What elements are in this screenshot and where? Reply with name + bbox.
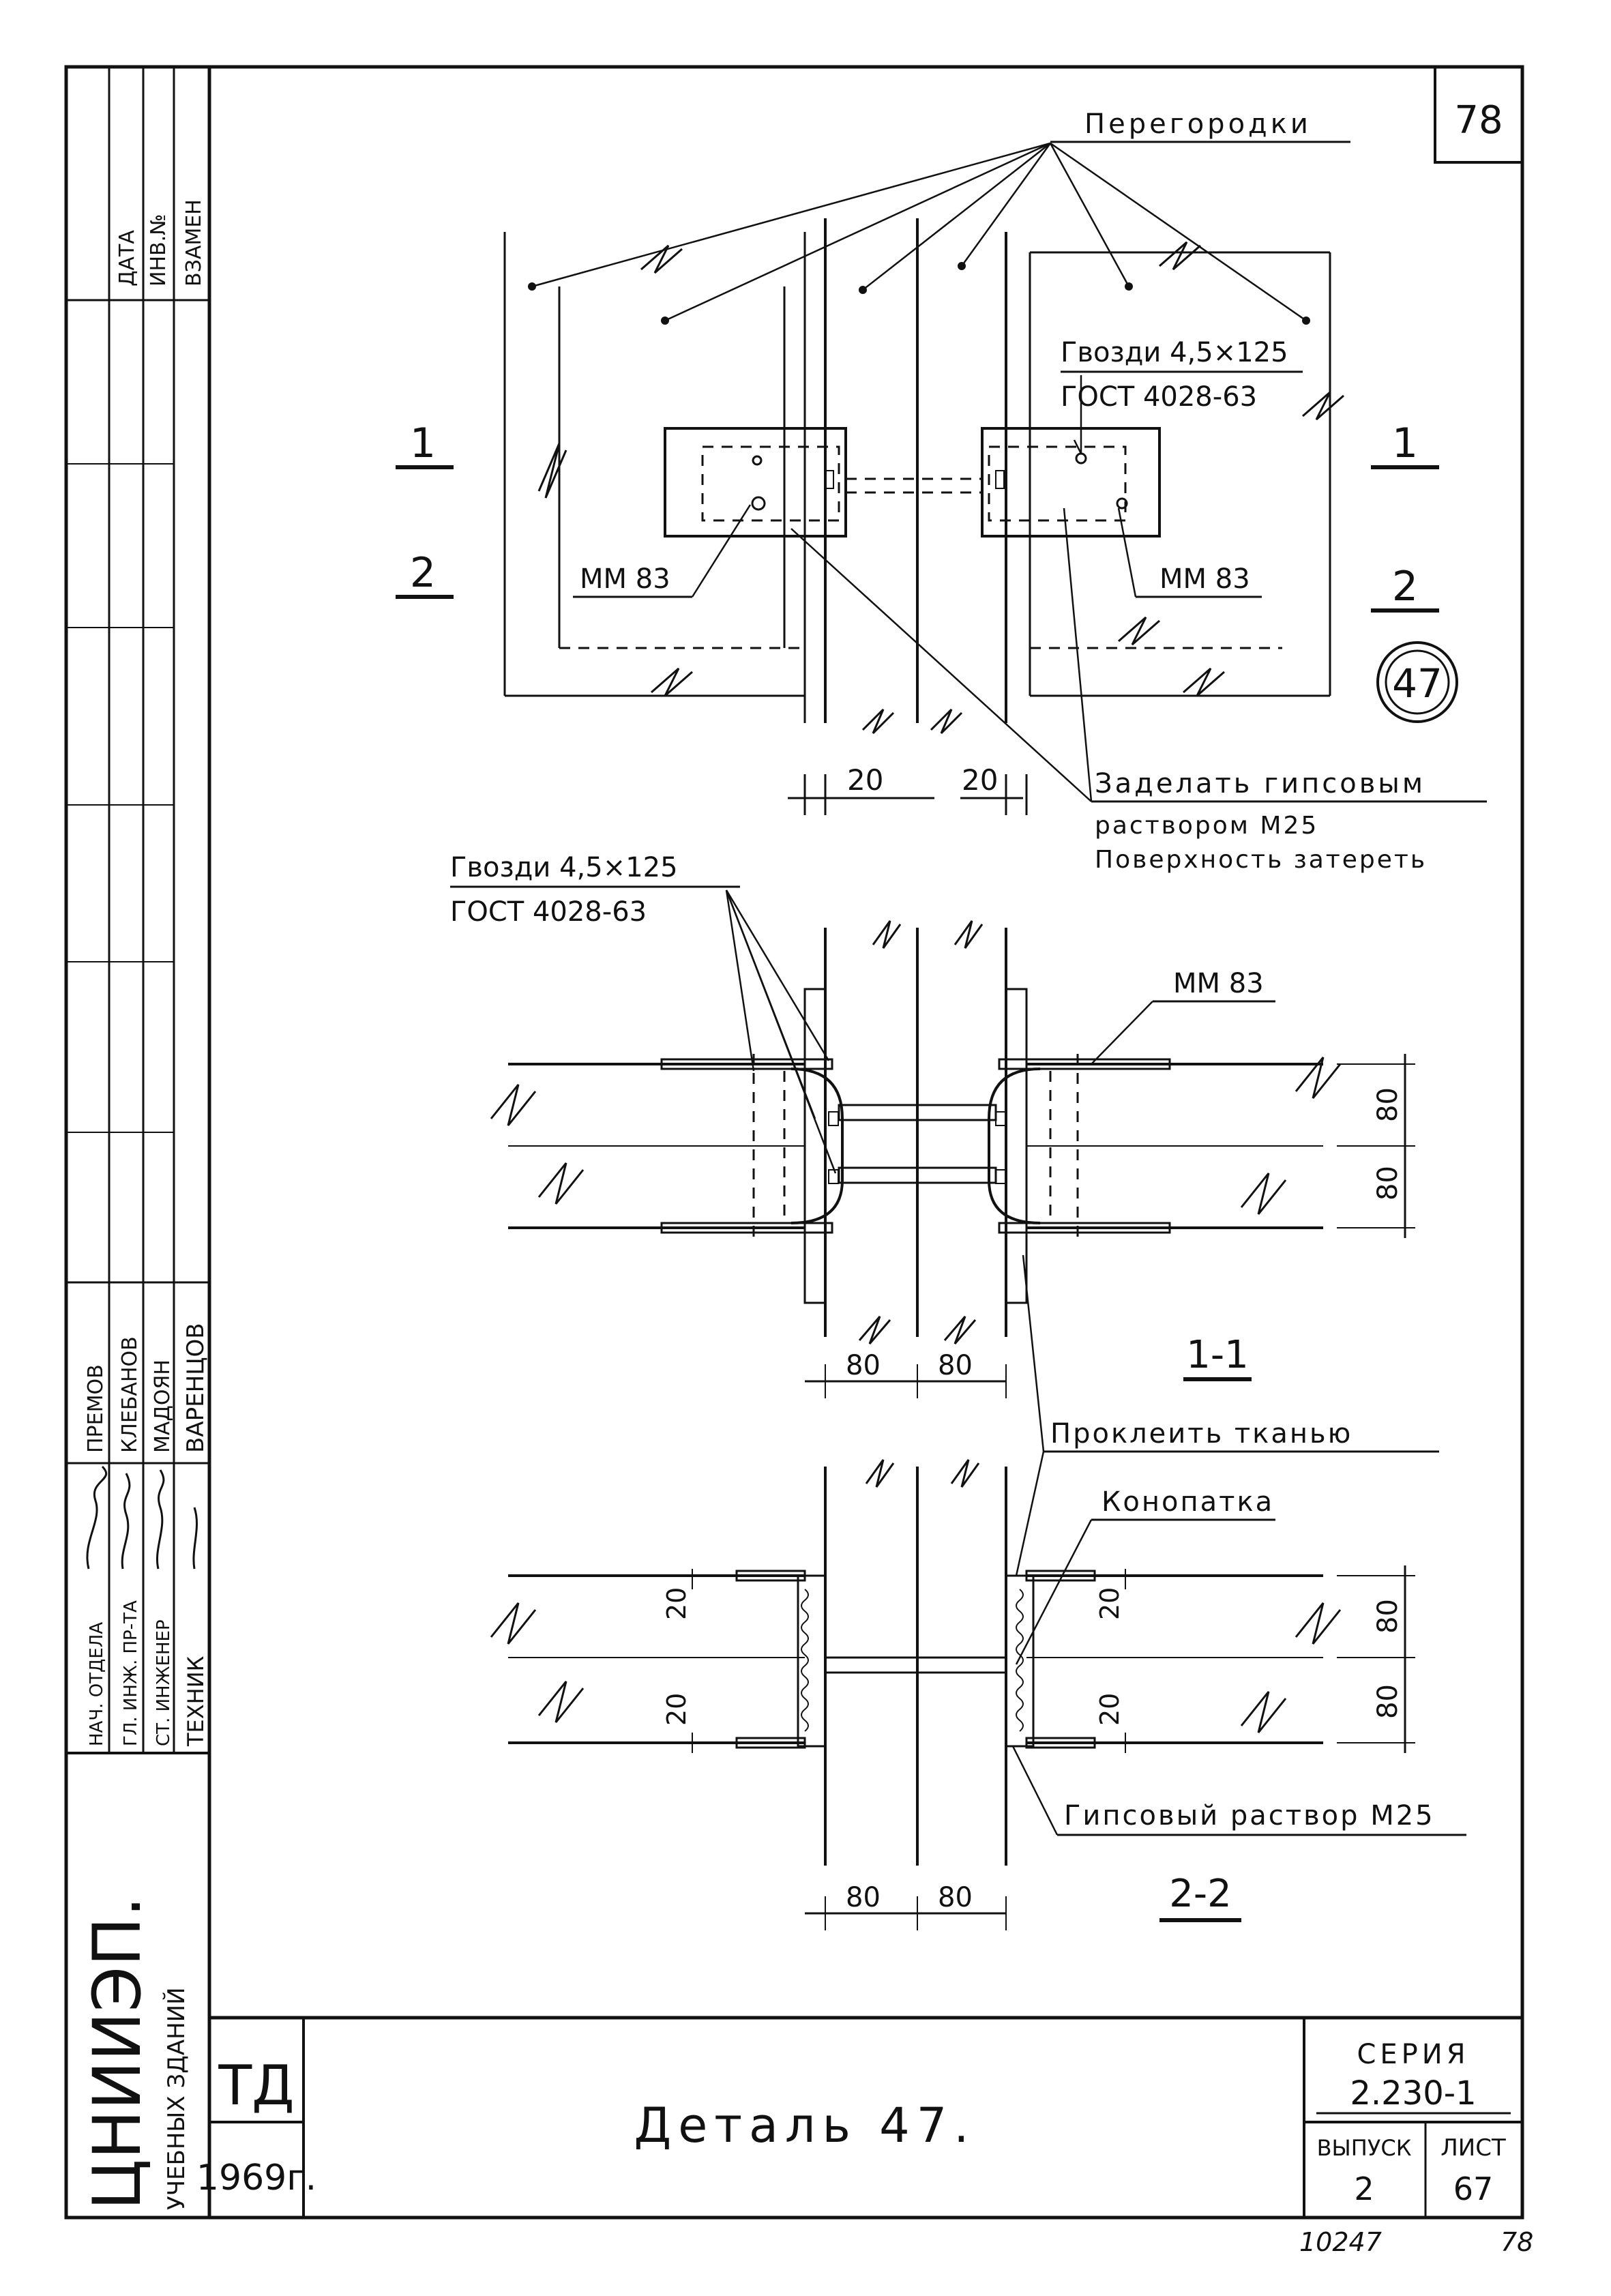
footer-page: 78 [1501,2227,1533,2257]
left-stamp: ДАТА ИНВ.№ ВЗАМЕН НАЧ. ОТДЕЛА ГЛ. ИНЖ. П… [66,67,209,2210]
org-subtitle: УЧЕБНЫХ ЗДАНИЙ [162,1987,190,2210]
footer-code: 10247 [1299,2227,1382,2257]
section-2-2: Проклеить тканью Конопатка [490,1254,1466,1930]
stamp-name-3: МАДОЯН [151,1359,175,1453]
plan-mm-right: ММ 83 [1159,563,1250,595]
stamp-name-2: КЛЕБАНОВ [118,1336,142,1453]
plan-sec-right-bottom: 2 [1392,563,1418,610]
gypsum-fill-left [797,1574,827,1748]
plan-dim-right: 20 [962,763,998,797]
sheet-value: 67 [1453,2170,1494,2207]
stamp-role-2: ГЛ. ИНЖ. ПР-ТА [121,1600,141,1746]
plan-nails-line2: ГОСТ 4028-63 [1061,381,1257,413]
signature-1 [86,1465,108,1570]
sheet-frame [64,65,1524,2220]
sheet-number-top: 78 [1454,98,1503,143]
plan-sec-left-top: 1 [410,420,436,467]
s11-dim-v2: 80 [1372,1166,1404,1201]
issue-value: 2 [1354,2170,1374,2207]
issue-label: ВЫПУСК [1317,2135,1412,2161]
s22-fabric-label: Проклеить тканью [1050,1418,1353,1449]
s11-dim-h2: 80 [938,1350,973,1381]
signature-2 [121,1473,131,1570]
s11-dim-h1: 80 [846,1350,881,1381]
s22-dim-r2: 20 [1095,1693,1125,1726]
s22-dim-v1: 80 [1372,1599,1404,1634]
plan-mm-left: ММ 83 [580,563,670,595]
plan-sec-right-top: 1 [1392,420,1418,467]
s22-dim-l2: 20 [662,1693,692,1726]
org-name: ЦНИИЭП. [79,1896,156,2210]
plan-dim-left: 20 [847,763,883,797]
s11-mm-label: ММ 83 [1173,968,1264,999]
sheet-label: ЛИСТ [1440,2134,1506,2162]
s22-dim-h2: 80 [938,1882,973,1913]
plan-note-line1: Заделать гипсовым [1095,768,1425,799]
signature-3 [156,1469,165,1570]
series-label: СЕРИЯ [1357,2039,1469,2070]
stamp-col-inv: ИНВ.№ [147,214,171,286]
s11-nails-line2: ГОСТ 4028-63 [450,896,647,928]
plan-note-line3: Поверхность затереть [1095,846,1427,874]
stamp-name-4: ВАРЕНЦОВ [182,1323,209,1453]
s22-dim-l1: 20 [662,1587,692,1620]
s22-gypsum-label: Гипсовый раствор М25 [1064,1800,1435,1831]
stamp-role-3: СТ. ИНЖЕНЕР [153,1619,174,1746]
s22-caulk-label: Конопатка [1102,1486,1274,1518]
partitions-label: Перегородки [1084,108,1312,140]
series-value: 2.230-1 [1350,2074,1476,2113]
plan-sec-left-bottom: 2 [410,549,436,597]
s11-nails-line1: Гвозди 4,5×125 [450,852,678,883]
s11-title: 1-1 [1186,1333,1248,1377]
stamp-name-1: ПРЕМОВ [84,1364,108,1453]
plan-nails-line1: Гвозди 4,5×125 [1061,337,1288,368]
stamp-col-vzamen: ВЗАМЕН [182,199,206,286]
partitions-leaders [531,142,1307,322]
title-block: ТД 1969г. Деталь 47. СЕРИЯ 2.230-1 ВЫПУС… [196,2039,1511,2207]
title-td: ТД [218,2054,294,2117]
s22-dim-v2: 80 [1372,1684,1404,1719]
stamp-role-4: ТЕХНИК [183,1655,209,1747]
s22-dim-r1: 20 [1095,1587,1125,1620]
stamp-role-1: НАЧ. ОТДЕЛА [87,1622,107,1746]
detail-circle [1376,641,1458,723]
plan-view: Перегородки [396,108,1487,874]
signature-4 [192,1507,198,1570]
section-1-1: Гвозди 4,5×125 ГОСТ 4028-63 [450,852,1415,1398]
plan-note-line2: раствором М25 [1095,812,1318,840]
s22-dim-h1: 80 [846,1882,881,1913]
stamp-col-data: ДАТА [115,230,139,286]
drawing-title: Деталь 47. [634,2098,976,2153]
detail-circle-number: 47 [1392,660,1443,707]
s11-dim-v1: 80 [1372,1087,1404,1122]
title-year: 1969г. [196,2158,316,2198]
s22-title: 2-2 [1169,1872,1231,1916]
gypsum-fill-right [1005,1574,1035,1748]
